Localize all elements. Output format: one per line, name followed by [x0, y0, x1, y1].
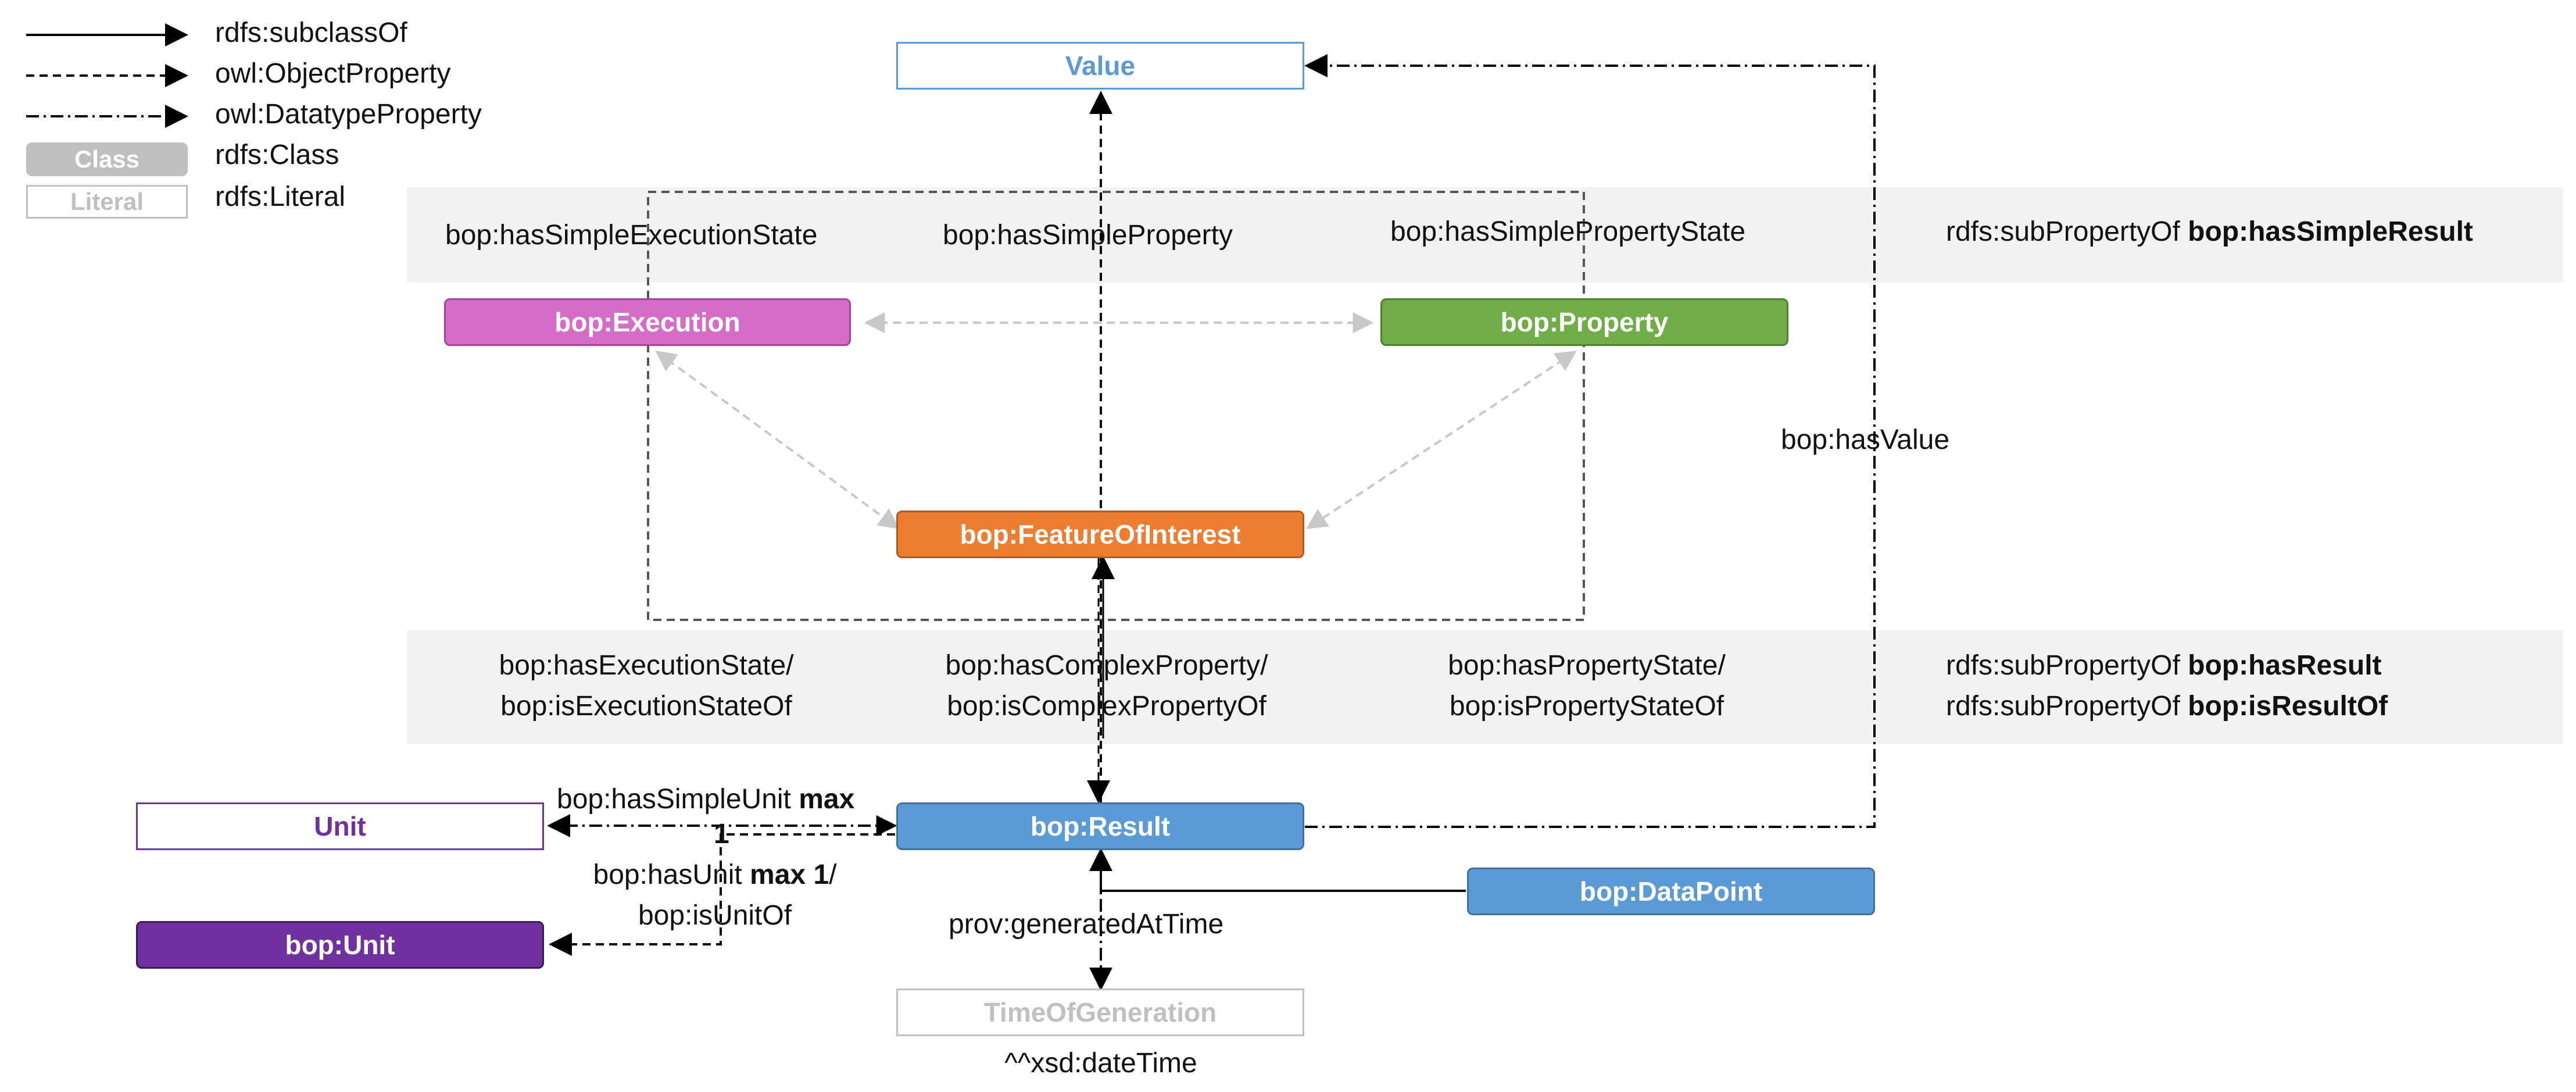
- label-has-value: bop:hasValue: [1781, 424, 1950, 455]
- label-line-2: bop:isUnitOf: [638, 900, 792, 931]
- legend-class-label: rdfs:Class: [215, 140, 339, 170]
- legend-literal-label: rdfs:Literal: [215, 181, 346, 212]
- edge-datapoint-result: [1089, 848, 1466, 892]
- label-subprop-result: rdfs:subPropertyOf bop:hasResult rdfs:su…: [1946, 645, 2388, 726]
- label-has-simple-property: bop:hasSimpleProperty: [943, 220, 1233, 251]
- subprop-prefix: rdfs:subPropertyOf: [1946, 690, 2188, 722]
- label-line-2: bop:isExecutionStateOf: [500, 690, 792, 722]
- label-line-2: rdfs:subPropertyOf bop:isResultOf: [1946, 686, 2388, 727]
- label-generated-at-time: prov:generatedAtTime: [949, 909, 1224, 940]
- legend-object-label: owl:ObjectProperty: [215, 58, 451, 89]
- legend-literal-box: Literal: [26, 185, 188, 219]
- simple-properties-band: [407, 187, 2563, 283]
- label-has-execution-state: bop:hasExecutionState/ bop:isExecutionSt…: [499, 645, 793, 726]
- legend-subclass-label: rdfs:subclassOf: [215, 17, 407, 48]
- execution-class[interactable]: bop:Execution: [444, 298, 851, 346]
- complex-properties-band: [407, 630, 2563, 744]
- unit-class[interactable]: bop:Unit: [136, 921, 544, 969]
- label-has-complex-property: bop:hasComplexProperty/ bop:isComplexPro…: [946, 645, 1268, 726]
- value-literal[interactable]: Value: [896, 42, 1304, 90]
- subprop-target: bop:isResultOf: [2188, 690, 2388, 722]
- simple-unit-max: max: [799, 784, 855, 815]
- label-line-2: bop:isPropertyStateOf: [1449, 690, 1725, 722]
- simple-unit-prefix: bop:hasSimpleUnit: [557, 784, 799, 815]
- simple-group-outline: [647, 191, 1585, 621]
- label-line-1: bop:hasExecutionState/: [499, 650, 794, 681]
- label-has-simple-property-state: bop:hasSimplePropertyState: [1390, 216, 1746, 247]
- unit-literal[interactable]: Unit: [136, 802, 544, 850]
- label-has-property-state: bop:hasPropertyState/ bop:isPropertyStat…: [1448, 645, 1726, 726]
- has-unit-max: max 1: [750, 859, 829, 890]
- edge-has-unit: [549, 833, 895, 956]
- time-of-generation-literal[interactable]: TimeOfGeneration: [896, 988, 1304, 1036]
- label-line-1: rdfs:subPropertyOf bop:hasResult: [1946, 645, 2388, 686]
- label-has-simple-unit: bop:hasSimpleUnit max: [557, 779, 854, 820]
- edge-property-feature: [1305, 351, 1577, 529]
- label-line-1: bop:hasUnit max 1/: [593, 855, 837, 895]
- label-simple-unit-one: 1: [714, 819, 729, 850]
- label-line-1: bop:hasPropertyState/: [1448, 650, 1726, 681]
- subprop-target: bop:hasResult: [2188, 650, 2382, 681]
- result-class[interactable]: bop:Result: [896, 802, 1304, 850]
- edge-execution-feature: [655, 350, 900, 530]
- label-line-2: bop:isComplexPropertyOf: [947, 690, 1266, 722]
- label-subprop-simple-result: rdfs:subPropertyOf bop:hasSimpleResult: [1946, 212, 2473, 252]
- datapoint-class[interactable]: bop:DataPoint: [1467, 868, 1875, 915]
- subprop-target: bop:hasSimpleResult: [2188, 216, 2473, 247]
- subprop-prefix: rdfs:subPropertyOf: [1946, 650, 2188, 681]
- subprop-prefix: rdfs:subPropertyOf: [1946, 216, 2188, 247]
- has-unit-slash: /: [829, 859, 837, 890]
- label-datetime: ^^xsd:dateTime: [1004, 1048, 1197, 1079]
- label-has-unit: bop:hasUnit max 1/ bop:isUnitOf: [593, 855, 837, 936]
- has-unit-prefix: bop:hasUnit: [593, 859, 750, 890]
- legend-datatype-label: owl:DatatypeProperty: [215, 99, 482, 130]
- property-class[interactable]: bop:Property: [1380, 298, 1788, 346]
- label-line-1: bop:hasComplexProperty/: [945, 650, 1268, 681]
- edge-has-value: [1304, 54, 1876, 828]
- legend-class-box: Class: [26, 142, 188, 176]
- feature-of-interest-class[interactable]: bop:FeatureOfInterest: [896, 511, 1304, 558]
- label-has-simple-execution-state: bop:hasSimpleExecutionState: [445, 220, 818, 251]
